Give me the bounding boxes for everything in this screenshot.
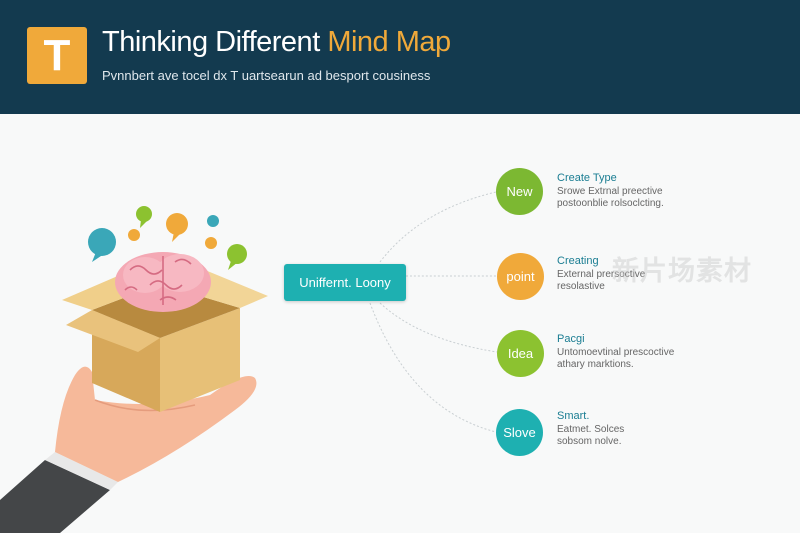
connector-new <box>379 191 497 263</box>
page-subtitle: Pvnnbert ave tocel dx T uartsearun ad be… <box>102 68 431 83</box>
branch-desc-line: postoonblie rolsoclcting. <box>557 198 664 209</box>
header-banner: T Thinking Different Mind Map Pvnnbert a… <box>0 0 800 114</box>
central-topic-node[interactable]: Uniffernt. Loony <box>284 264 406 301</box>
logo-letter: T <box>43 30 71 80</box>
branch-node-new[interactable]: New <box>496 168 543 215</box>
illustration-canvas <box>0 191 498 533</box>
branch-node-point[interactable]: point <box>497 253 544 300</box>
branch-title-new: Create Type <box>557 172 617 184</box>
page-title: Thinking Different Mind Map <box>102 26 451 59</box>
branch-desc-line: Srowe Extrnal preective <box>557 186 663 197</box>
logo-badge: T <box>27 27 87 84</box>
connector-slove <box>369 302 497 433</box>
branch-node-idea[interactable]: Idea <box>497 330 544 377</box>
hand-icon <box>0 366 257 533</box>
branch-desc-line: External prersoctive <box>557 269 646 280</box>
title-accent: Mind Map <box>327 26 451 58</box>
branch-desc-line: athary marktions. <box>557 359 634 370</box>
branch-desc-line: Eatmet. Solces <box>557 424 625 435</box>
branch-desc-line: Untomoevtinal prescoctive <box>557 347 675 358</box>
branch-title-slove: Smart. <box>557 410 590 422</box>
watermark: 新片场素材 <box>612 256 752 286</box>
brain-icon <box>115 252 211 312</box>
branch-node-slove[interactable]: Slove <box>496 409 543 456</box>
connector-lines <box>369 191 498 433</box>
title-main: Thinking Different <box>102 26 328 58</box>
branch-desc-line: sobsom nolve. <box>557 436 622 447</box>
connector-idea <box>379 302 498 353</box>
branch-title-idea: Pacgi <box>557 333 585 345</box>
branch-title-point: Creating <box>557 255 599 267</box>
speech-bubble-icon <box>88 206 247 270</box>
branch-desc-line: resolastive <box>557 281 605 292</box>
